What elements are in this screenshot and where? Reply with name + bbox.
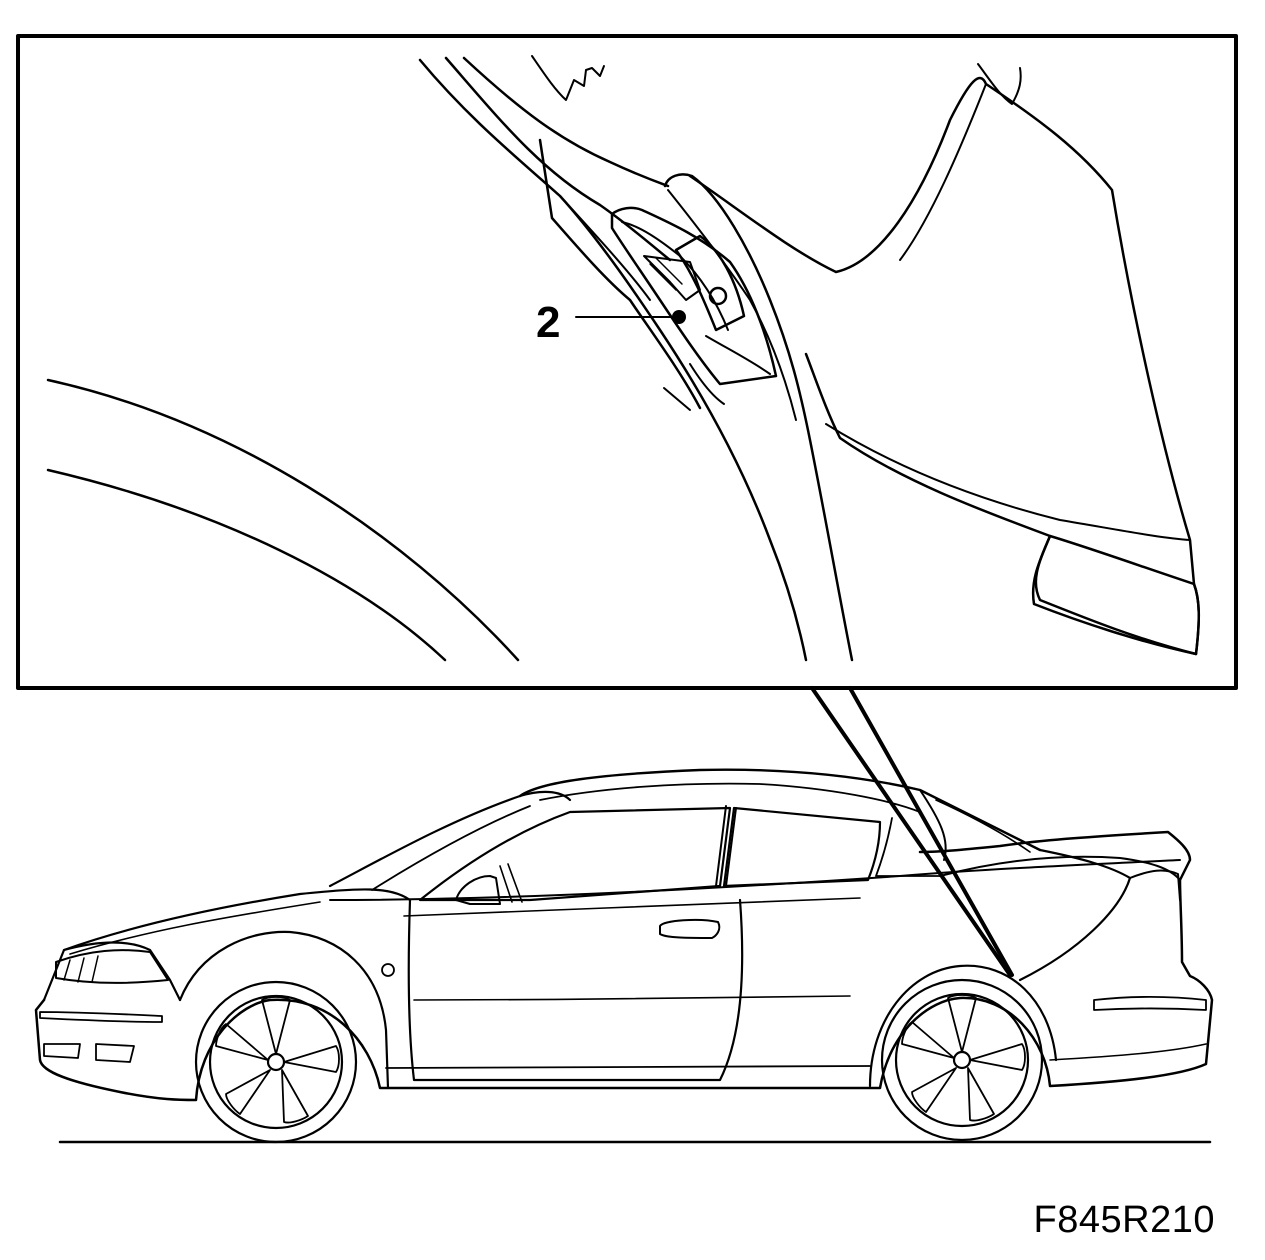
front-wheel bbox=[194, 980, 358, 1144]
car-side-view bbox=[34, 768, 1214, 1144]
inset-trim-line-1 bbox=[418, 58, 808, 662]
car-side-marker bbox=[381, 963, 395, 977]
car-rear-quarter-window bbox=[875, 817, 941, 877]
callout-number: 2 bbox=[536, 298, 560, 347]
inset-tail-panel-edge bbox=[899, 83, 987, 261]
car-side-mirror bbox=[455, 875, 501, 905]
car-rear-light bbox=[1093, 996, 1207, 1011]
detail-frame bbox=[16, 34, 1238, 690]
inset-trim-line-5 bbox=[559, 195, 651, 301]
car-door bbox=[407, 898, 744, 1082]
inset-tail-panel-inner bbox=[977, 63, 1022, 105]
car-front-window bbox=[418, 806, 732, 902]
car-trunk-lid bbox=[1129, 869, 1181, 901]
car-front-wheel-arch bbox=[178, 930, 390, 1090]
car-door-handle bbox=[659, 918, 721, 939]
inset-wheel-arch-outer bbox=[46, 378, 520, 662]
car-sill bbox=[385, 1065, 871, 1089]
car-trunk-open-edge bbox=[1018, 848, 1132, 982]
car-grille bbox=[63, 955, 99, 983]
inset-light-lens bbox=[1031, 534, 1201, 656]
figure-code: F845R210 bbox=[1033, 1199, 1215, 1241]
car-hood bbox=[62, 888, 412, 952]
inset-trim-line-4 bbox=[538, 138, 702, 410]
car-body-outline bbox=[34, 830, 1214, 1102]
car-rear-deck bbox=[939, 855, 1181, 881]
inset-tail-panel bbox=[688, 76, 1201, 656]
car-rear-bumper bbox=[1049, 1043, 1207, 1061]
car-hood-crease bbox=[69, 901, 321, 955]
latch-assembly bbox=[610, 206, 778, 411]
rear-wheel bbox=[880, 978, 1044, 1142]
zoom-connector bbox=[810, 686, 1014, 977]
car-b-pillar bbox=[715, 805, 737, 887]
car-rear-wheel-arch bbox=[868, 964, 1058, 1088]
detail-inset bbox=[16, 34, 1238, 690]
inset-trunk-pillar-inner bbox=[667, 189, 797, 421]
car-windshield bbox=[328, 790, 572, 888]
inset-trim-line-3 bbox=[462, 56, 670, 188]
car-lower-grille bbox=[39, 1011, 163, 1023]
inset-trim-line-2 bbox=[444, 56, 672, 262]
inset-body-line bbox=[825, 423, 1191, 541]
car-front-bumper bbox=[42, 941, 182, 1002]
car-windshield-inner bbox=[371, 805, 531, 891]
inset-top-detail bbox=[531, 55, 605, 101]
car-door-line bbox=[403, 897, 861, 917]
car-headlight bbox=[55, 949, 169, 984]
callout-dot bbox=[672, 310, 686, 324]
inset-trunk-pillar bbox=[663, 173, 854, 662]
car-soft-top-inner bbox=[539, 782, 921, 813]
car-side-crease bbox=[413, 995, 851, 1001]
car-rear-window-line bbox=[919, 789, 947, 861]
car-rear-window bbox=[722, 806, 882, 888]
car-rear-window-line-2 bbox=[935, 799, 1031, 853]
car-fog-lamp bbox=[43, 1043, 81, 1059]
car-belt-line bbox=[329, 859, 1181, 901]
inset-wheel-arch-inner bbox=[46, 468, 447, 662]
car-fog-lamp-2 bbox=[95, 1043, 135, 1063]
car-soft-top bbox=[518, 768, 1042, 852]
